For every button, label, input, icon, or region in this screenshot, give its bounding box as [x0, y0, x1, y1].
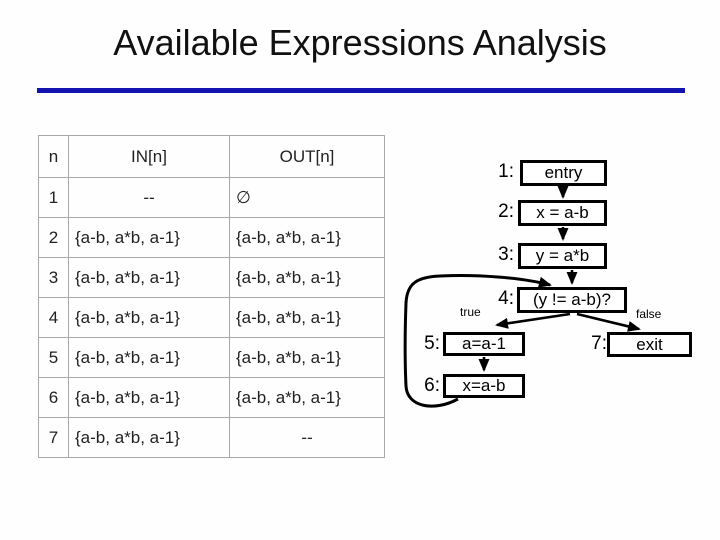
- cell-n-1: 1: [38, 177, 69, 218]
- cell-out-2: {a-b, a*b, a-1}: [229, 217, 385, 258]
- cfg-node-entry: entry: [520, 160, 607, 186]
- cell-out-3: {a-b, a*b, a-1}: [229, 257, 385, 298]
- table-row: 5 {a-b, a*b, a-1} {a-b, a*b, a-1}: [38, 337, 385, 378]
- cell-n-4: 4: [38, 297, 69, 338]
- node-number-2: 2:: [498, 201, 514, 222]
- table-row: 1 -- ∅: [38, 177, 385, 218]
- table-header-row: n IN[n] OUT[n]: [38, 135, 385, 178]
- table-row: 3 {a-b, a*b, a-1} {a-b, a*b, a-1}: [38, 257, 385, 298]
- cell-in-4: {a-b, a*b, a-1}: [68, 297, 230, 338]
- node-number-6: 6:: [424, 375, 440, 396]
- cell-out-6: {a-b, a*b, a-1}: [229, 377, 385, 418]
- title-underline: [37, 88, 685, 93]
- cfg-node-x-assign: x = a-b: [518, 200, 607, 226]
- cell-in-6: {a-b, a*b, a-1}: [68, 377, 230, 418]
- slide-title: Available Expressions Analysis: [113, 22, 607, 63]
- cell-out-5: {a-b, a*b, a-1}: [229, 337, 385, 378]
- cfg-node-condition: (y != a-b)?: [517, 287, 627, 313]
- cell-in-2: {a-b, a*b, a-1}: [68, 217, 230, 258]
- cell-out-4: {a-b, a*b, a-1}: [229, 297, 385, 338]
- cell-n-5: 5: [38, 337, 69, 378]
- table-row: 6 {a-b, a*b, a-1} {a-b, a*b, a-1}: [38, 377, 385, 418]
- node-number-1: 1:: [498, 161, 514, 182]
- cell-n-2: 2: [38, 217, 69, 258]
- cell-n-3: 3: [38, 257, 69, 298]
- column-header-n: n: [38, 135, 69, 178]
- edge-4-5-true: [495, 312, 571, 329]
- column-header-in: IN[n]: [68, 135, 230, 178]
- dataflow-table: n IN[n] OUT[n] 1 -- ∅ 2 {a-b, a*b, a-1} …: [38, 135, 385, 458]
- cfg-node-y-assign: y = a*b: [518, 243, 607, 269]
- cell-in-7: {a-b, a*b, a-1}: [68, 417, 230, 458]
- true-branch-label: true: [460, 305, 481, 319]
- cell-in-5: {a-b, a*b, a-1}: [68, 337, 230, 378]
- cell-in-1: --: [68, 177, 230, 218]
- table-row: 7 {a-b, a*b, a-1} --: [38, 417, 385, 458]
- node-number-4: 4:: [498, 288, 514, 309]
- column-header-out: OUT[n]: [229, 135, 385, 178]
- table-row: 4 {a-b, a*b, a-1} {a-b, a*b, a-1}: [38, 297, 385, 338]
- cfg-node-a-decrement: a=a-1: [443, 332, 525, 356]
- cell-n-7: 7: [38, 417, 69, 458]
- table-row: 2 {a-b, a*b, a-1} {a-b, a*b, a-1}: [38, 217, 385, 258]
- cell-in-3: {a-b, a*b, a-1}: [68, 257, 230, 298]
- cell-out-1: ∅: [229, 177, 385, 218]
- false-branch-label: false: [636, 307, 662, 321]
- node-number-7: 7:: [591, 333, 607, 354]
- cfg-node-x-reassign: x=a-b: [443, 374, 525, 398]
- cfg-node-exit: exit: [607, 332, 692, 357]
- edge-4-7-false: [576, 312, 641, 332]
- node-number-5: 5:: [424, 333, 440, 354]
- node-number-3: 3:: [498, 244, 514, 265]
- cell-n-6: 6: [38, 377, 69, 418]
- cell-out-7: --: [229, 417, 385, 458]
